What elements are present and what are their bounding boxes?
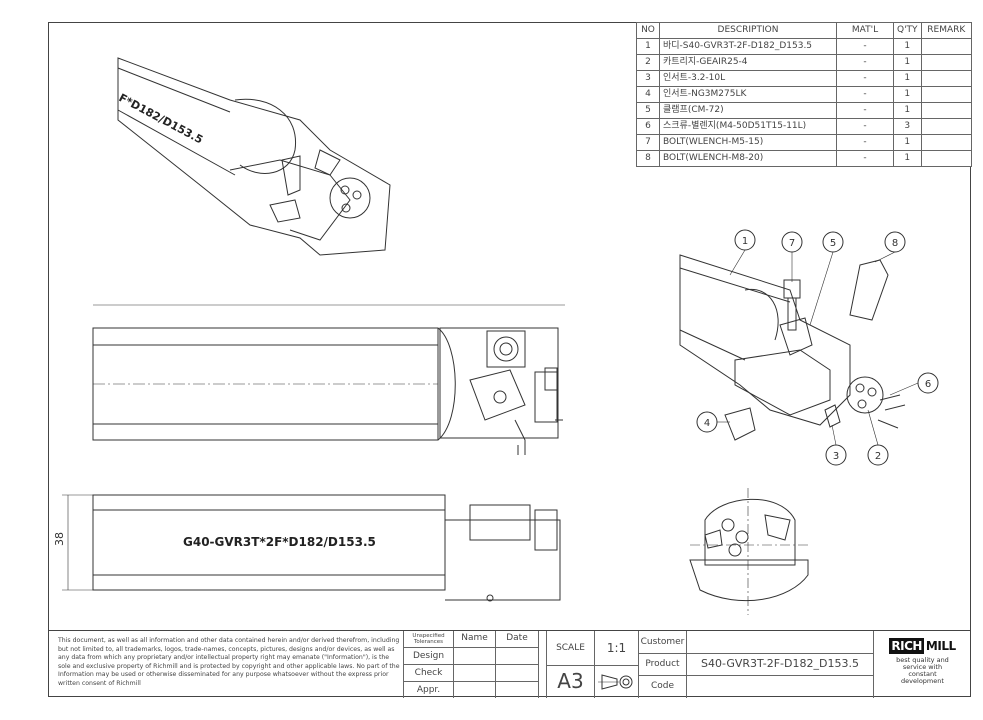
balloon-3: 3: [833, 451, 839, 462]
header-remark: REMARK: [920, 22, 973, 39]
design-label: Design: [404, 648, 454, 664]
bom-cell-desc: BOLT(WLENCH-M8-20): [659, 150, 837, 167]
bom-cell-remark: [920, 118, 973, 135]
bom-cell-desc: 인서트-NG3M275LK: [659, 86, 837, 103]
bom-cell-no: 2: [636, 54, 660, 71]
bom-cell-mat: -: [836, 102, 894, 119]
bom-cell-qty: 1: [893, 102, 922, 119]
bom-cell-remark: [920, 134, 973, 151]
bom-cell-remark: [920, 54, 973, 71]
bom-header: NO DESCRIPTION MAT'L Q'TY REMARK: [636, 22, 973, 39]
bom-cell-no: 6: [636, 118, 660, 135]
bom-cell-mat: -: [836, 150, 894, 167]
bom-cell-mat: -: [836, 54, 894, 71]
bom-cell-desc: 인서트-3.2-10L: [659, 70, 837, 87]
bom-cell-no: 7: [636, 134, 660, 151]
bom-cell-remark: [920, 86, 973, 103]
iso-marking: F*D182/D153.5: [117, 91, 205, 146]
product-value: S40-GVR3T-2F-D182_D153.5: [687, 653, 874, 675]
bom-cell-mat: -: [836, 38, 894, 55]
balloon-8: 8: [892, 238, 898, 249]
bom-cell-no: 1: [636, 38, 660, 55]
header-qty: Q'TY: [893, 22, 922, 39]
bom-cell-qty: 1: [893, 86, 922, 103]
bom-cell-mat: -: [836, 86, 894, 103]
bom-cell-remark: [920, 38, 973, 55]
projection-symbol: [595, 665, 639, 698]
dimension-38: 38: [53, 532, 66, 546]
bom-cell-mat: -: [836, 70, 894, 87]
code-label: Code: [639, 675, 687, 698]
appr-label: Appr.: [404, 682, 454, 698]
end-view: [689, 488, 810, 615]
bom-cell-mat: -: [836, 134, 894, 151]
bom-cell-qty: 1: [893, 54, 922, 71]
balloon-2: 2: [875, 451, 881, 462]
bottom-view: 38 G40-GVR3T*2F*D182/D153.5: [53, 494, 561, 602]
logo-rich: RICH: [889, 638, 924, 654]
header-material: MAT'L: [836, 22, 894, 39]
bom-cell-qty: 3: [893, 118, 922, 135]
name-label: Name: [454, 631, 496, 647]
bom-cell-no: 8: [636, 150, 660, 167]
balloon-1: 1: [742, 236, 748, 247]
bom-cell-remark: [920, 102, 973, 119]
logo-mill: MILL: [925, 639, 956, 653]
bom-cell-qty: 1: [893, 38, 922, 55]
header-no: NO: [636, 22, 660, 39]
third-angle-projection-icon: [598, 674, 633, 690]
bom-cell-qty: 1: [893, 70, 922, 87]
bom-cell-qty: 1: [893, 150, 922, 167]
bom-cell-no: 5: [636, 102, 660, 119]
sheet-size: A3: [547, 665, 595, 698]
title-block: This document, as well as all informatio…: [48, 630, 971, 698]
bom-cell-no: 3: [636, 70, 660, 87]
header-description: DESCRIPTION: [659, 22, 837, 39]
bom-cell-remark: [920, 70, 973, 87]
check-label: Check: [404, 665, 454, 681]
tolerances-label: Unspecified Tolerances: [404, 631, 454, 647]
date-label: Date: [496, 631, 539, 647]
product-label: Product: [639, 653, 687, 675]
customer-value: [687, 631, 874, 653]
bom-cell-desc: BOLT(WLENCH-M5-15): [659, 134, 837, 151]
balloon-4: 4: [704, 418, 710, 429]
bom-cell-remark: [920, 150, 973, 167]
bom-cell-desc: 스크류-별렌지(M4-50D51T15-11L): [659, 118, 837, 135]
drawing-sheet: [48, 22, 971, 697]
bom-cell-desc: 카트리지-GEAIR25-4: [659, 54, 837, 71]
scale-value: 1:1: [595, 631, 639, 665]
scale-label: SCALE: [547, 631, 595, 665]
balloon-6: 6: [925, 379, 931, 390]
disclaimer-text: This document, as well as all informatio…: [58, 637, 400, 687]
exploded-view: [679, 254, 906, 441]
bom-cell-desc: 클램프(CM-72): [659, 102, 837, 119]
body-marking: G40-GVR3T*2F*D182/D153.5: [183, 535, 376, 549]
balloons: 1 7 5 8 6 4 3 2: [696, 229, 939, 466]
customer-label: Customer: [639, 631, 687, 653]
bom-cell-no: 4: [636, 86, 660, 103]
bom-cell-mat: -: [836, 118, 894, 135]
balloon-7: 7: [789, 238, 795, 249]
code-value: [687, 675, 874, 698]
iso-view-assembly: F*D182/D153.5: [117, 57, 391, 256]
balloon-5: 5: [830, 238, 836, 249]
tagline: best quality and service with constant d…: [896, 656, 949, 685]
bom-cell-qty: 1: [893, 134, 922, 151]
front-view: [92, 304, 565, 455]
bom-cell-desc: 바디-S40-GVR3T-2F-D182_D153.5: [659, 38, 837, 55]
